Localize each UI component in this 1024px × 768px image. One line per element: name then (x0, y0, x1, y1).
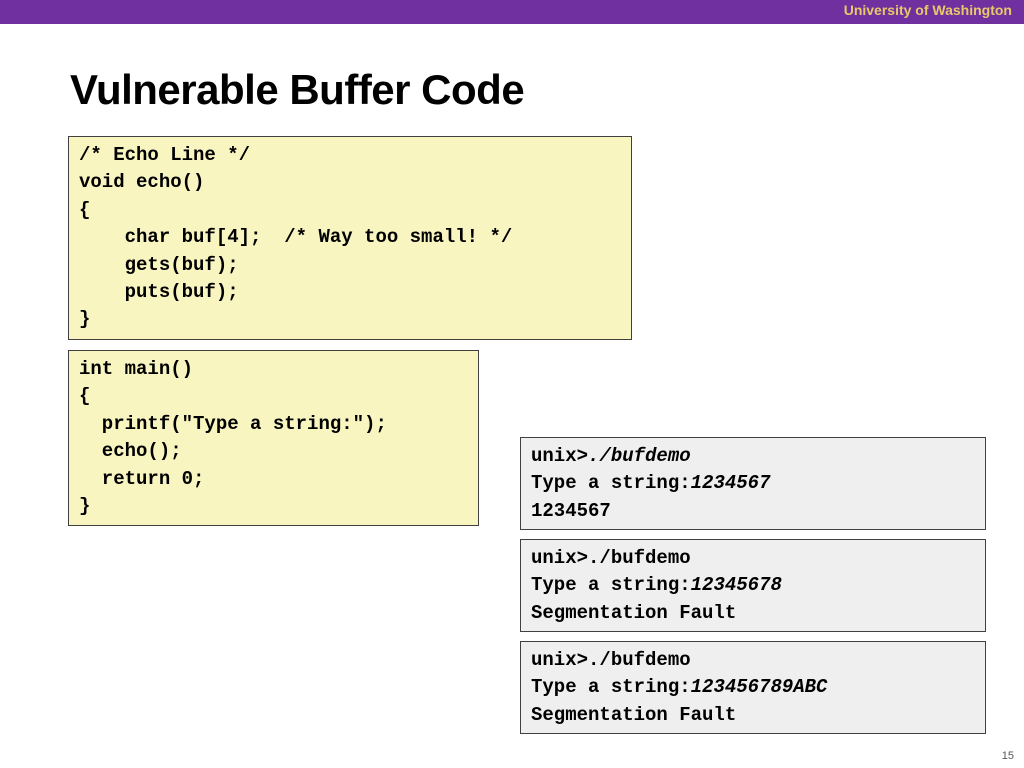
code-line: } (79, 494, 91, 517)
code-line: /* Echo Line */ (79, 144, 251, 166)
input-line: Type a string:1234567 (531, 470, 975, 497)
code-line: } (79, 308, 91, 331)
code-line: { (79, 198, 91, 221)
shell-command: ./bufdemo (588, 649, 691, 671)
header-bar: University of Washington (0, 0, 1024, 24)
code-line: char buf[4]; /* Way too small! */ (79, 226, 513, 249)
input-line: Type a string:123456789ABC (531, 674, 975, 701)
user-input: 1234567 (690, 472, 771, 495)
code-line: void echo() (79, 171, 205, 194)
shell-command: ./bufdemo (588, 547, 691, 569)
code-line: int main() (79, 358, 194, 380)
code-line: { (79, 385, 91, 408)
input-label: Type a string: (531, 472, 691, 495)
code-line: gets(buf); (79, 253, 239, 276)
command-line: unix>./bufdemo (531, 647, 975, 674)
user-input: 12345678 (690, 574, 782, 597)
code-line: echo(); (79, 440, 182, 463)
command-line: unix>./bufdemo (531, 443, 975, 470)
university-label: University of Washington (843, 2, 1012, 18)
input-label: Type a string: (531, 574, 691, 597)
slide-title: Vulnerable Buffer Code (70, 66, 525, 113)
code-line: printf("Type a string:"); (79, 412, 387, 435)
code-line: return 0; (79, 467, 205, 490)
input-label: Type a string: (531, 676, 691, 699)
program-output: 1234567 (531, 499, 611, 522)
code-line: puts(buf); (79, 280, 239, 303)
page-number: 15 (1001, 750, 1014, 762)
shell-prompt: unix> (531, 445, 589, 467)
main-code-box: int main() { printf("Type a string:"); e… (68, 350, 479, 526)
user-input: 123456789ABC (690, 676, 828, 699)
terminal-run-1: unix>./bufdemo Type a string:1234567 123… (520, 437, 986, 530)
program-output: Segmentation Fault (531, 601, 737, 624)
echo-code-box: /* Echo Line */ void echo() { char buf[4… (68, 136, 632, 340)
shell-prompt: unix> (531, 649, 589, 671)
shell-prompt: unix> (531, 547, 589, 569)
program-output: Segmentation Fault (531, 703, 737, 726)
input-line: Type a string:12345678 (531, 572, 975, 599)
terminal-run-3: unix>./bufdemo Type a string:123456789AB… (520, 641, 986, 734)
shell-command: ./bufdemo (588, 445, 691, 467)
terminal-run-2: unix>./bufdemo Type a string:12345678 Se… (520, 539, 986, 632)
command-line: unix>./bufdemo (531, 545, 975, 572)
